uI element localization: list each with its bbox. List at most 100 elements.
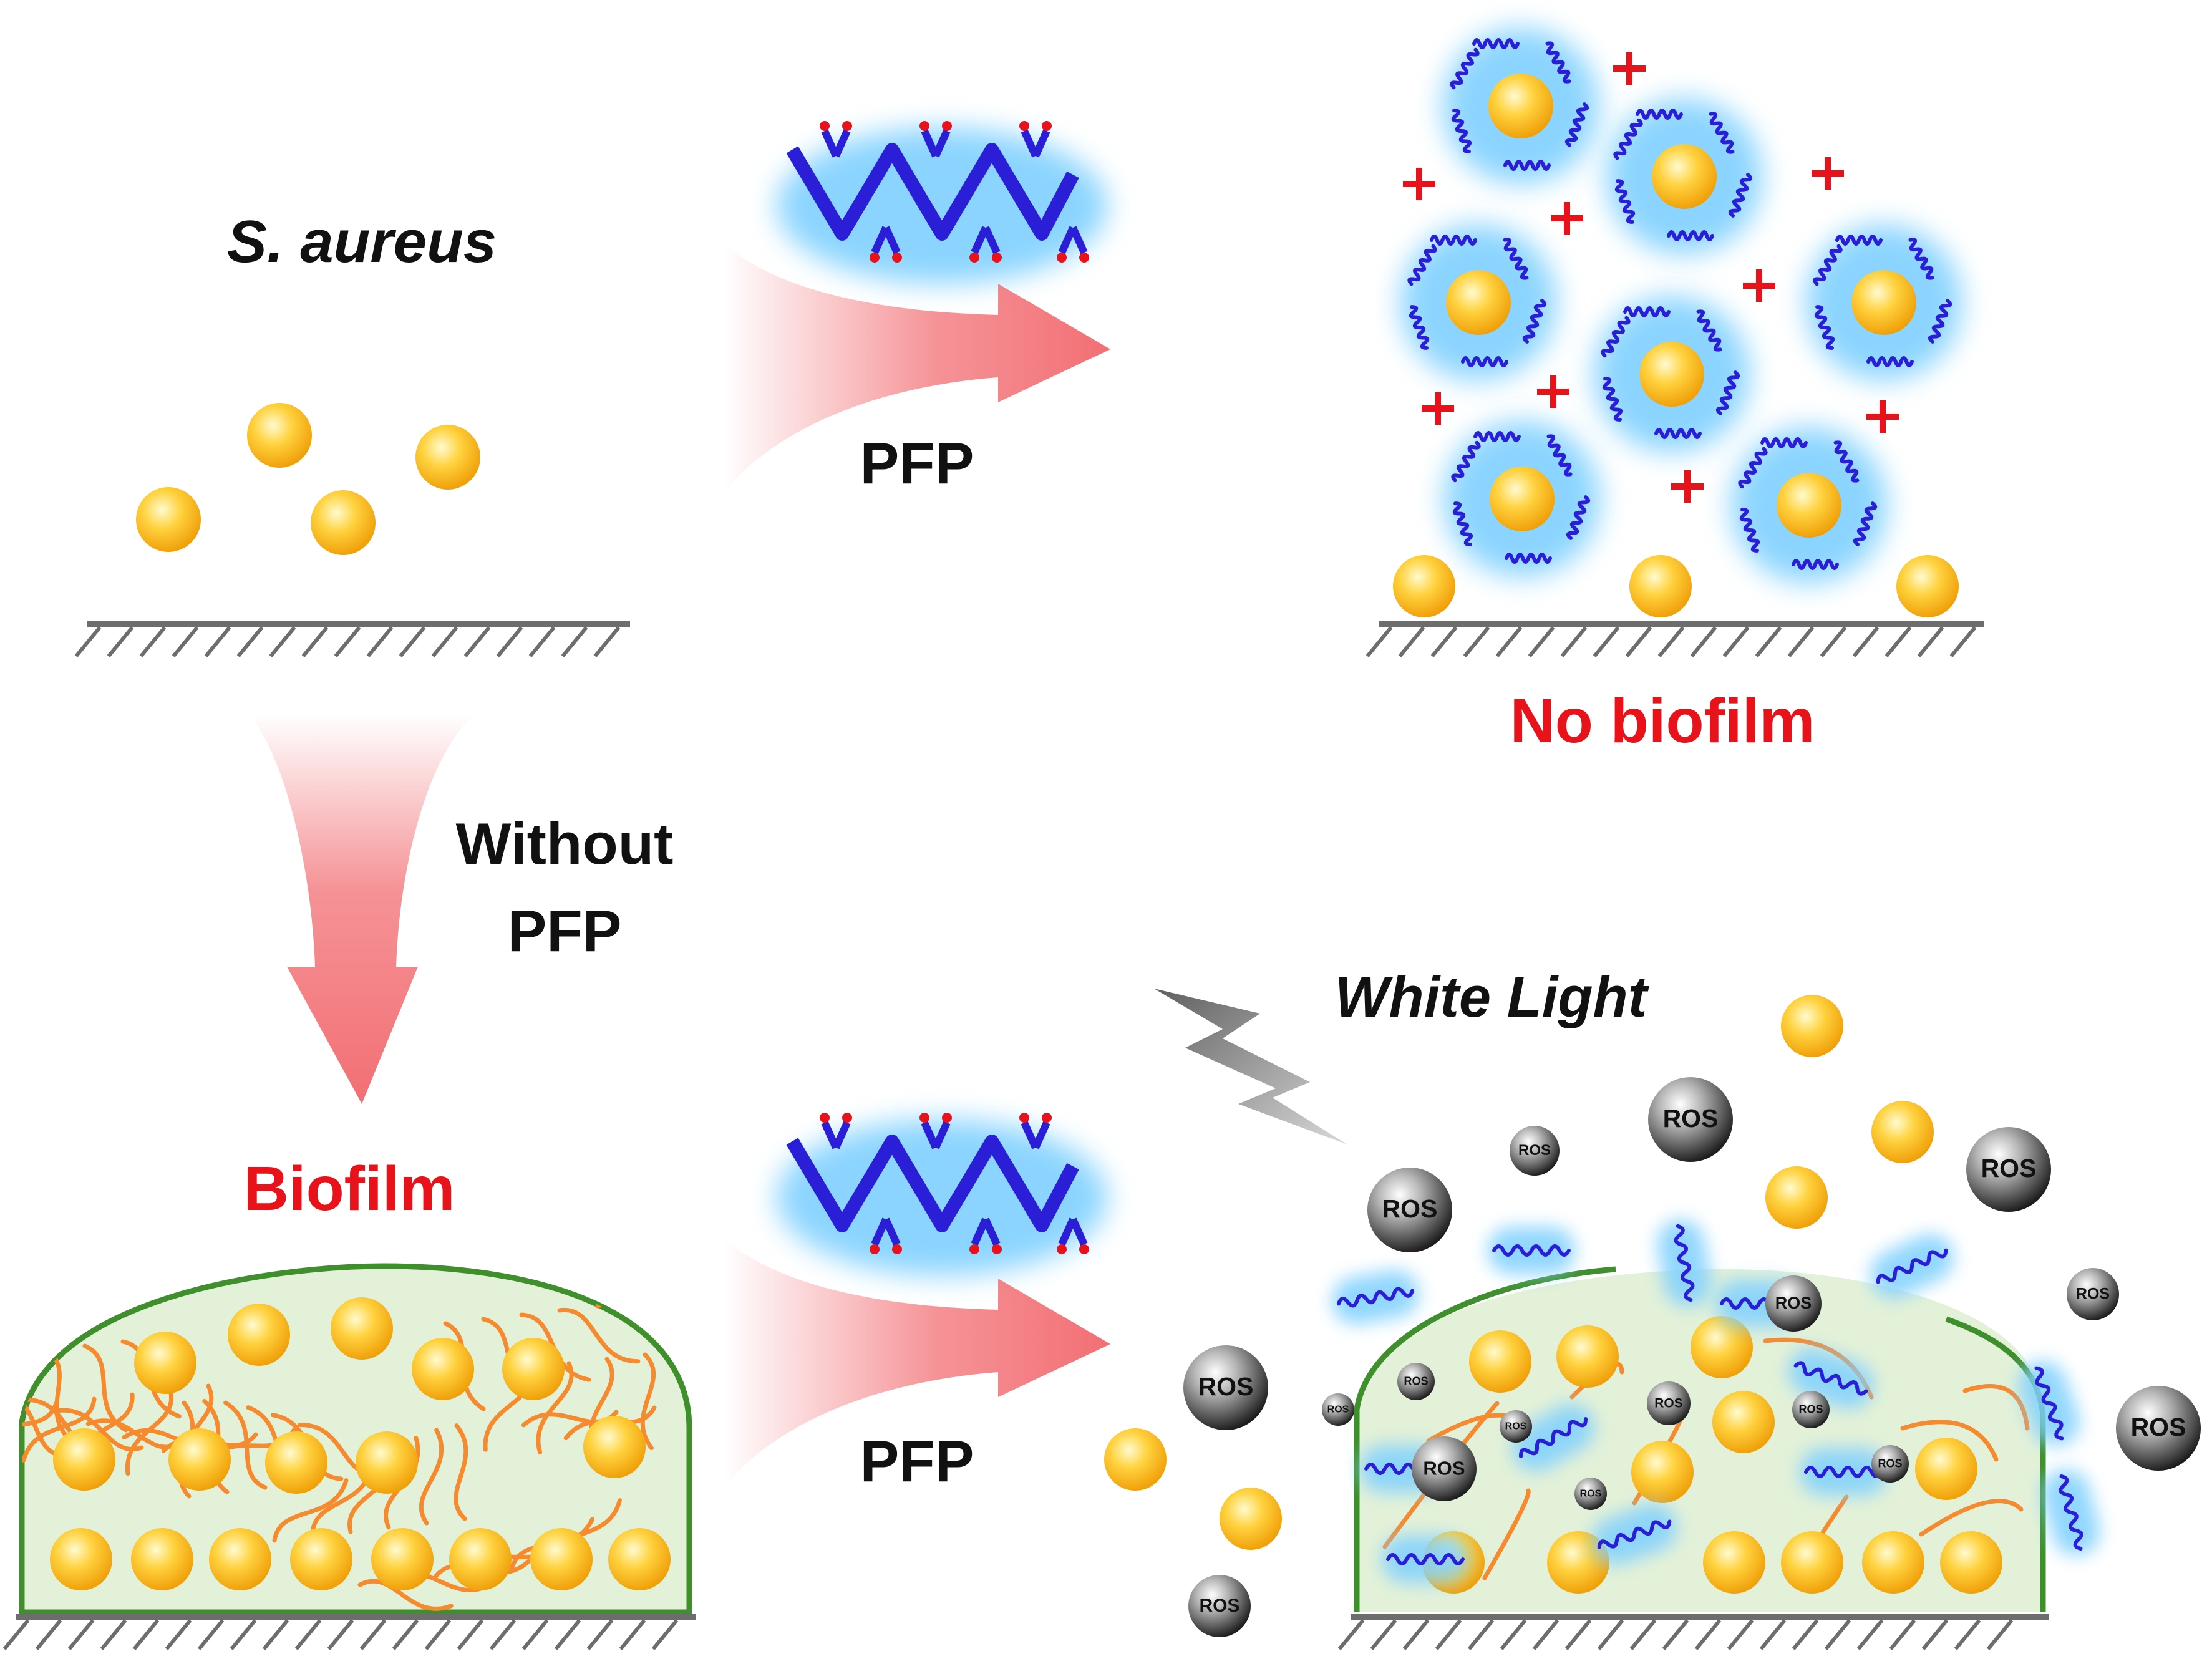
side-chain bbox=[871, 1217, 901, 1246]
without-reagent-label: PFP bbox=[508, 898, 622, 964]
surface-tick bbox=[521, 1619, 549, 1650]
ros-sphere-icon: ROS bbox=[1871, 1445, 1909, 1483]
polymer-chain bbox=[1522, 299, 1547, 344]
ros-label: ROS bbox=[1775, 1294, 1812, 1312]
bacterium bbox=[136, 487, 201, 552]
charge-tip bbox=[1019, 121, 1029, 131]
eps-fiber bbox=[419, 1428, 444, 1526]
polymer-chain bbox=[1696, 309, 1722, 352]
bacterium bbox=[1556, 1325, 1619, 1388]
surface-tick bbox=[2, 1619, 30, 1650]
eps-fiber bbox=[22, 1401, 59, 1453]
side-chain bbox=[921, 1121, 951, 1149]
charge-tip bbox=[919, 121, 929, 131]
polymer-chain bbox=[1738, 447, 1768, 489]
ros-ball bbox=[1500, 1410, 1532, 1443]
surface-hatch-icon bbox=[1366, 621, 1984, 657]
ros-sphere-icon: ROS bbox=[1510, 1126, 1560, 1176]
polymer-glow bbox=[777, 1120, 1107, 1275]
surface-tick bbox=[1593, 626, 1620, 657]
surface-tick bbox=[1694, 1619, 1722, 1650]
surface-hatch-icon bbox=[1337, 1614, 2049, 1650]
surface-tick bbox=[366, 626, 394, 657]
polymer-chain bbox=[1564, 102, 1589, 147]
polymer-chain bbox=[1866, 356, 1914, 367]
left-arrow-group: Without PFP bbox=[250, 714, 673, 1104]
ros-label: ROS bbox=[1505, 1421, 1527, 1432]
charge-tip bbox=[969, 1244, 979, 1254]
ros-sphere-icon: ROS bbox=[1648, 1077, 1733, 1162]
surface-tick bbox=[1398, 626, 1425, 657]
bacterium bbox=[131, 1528, 193, 1590]
polymer-chain bbox=[1336, 1287, 1415, 1308]
glowing-chain bbox=[1332, 1270, 1419, 1325]
polymer-chain bbox=[2059, 1474, 2083, 1551]
polymer-chain bbox=[1793, 1361, 1868, 1396]
glowing-chain bbox=[1512, 1404, 1594, 1471]
polymer-chain bbox=[1674, 1224, 1695, 1302]
eps-fiber bbox=[53, 1408, 144, 1451]
bacterium bbox=[1631, 1441, 1694, 1503]
polymer-chain bbox=[1853, 501, 1878, 546]
surface-tick bbox=[132, 1619, 160, 1650]
polymer-chain bbox=[1503, 238, 1529, 280]
surface-tick bbox=[554, 1619, 581, 1650]
ros-sphere-icon: ROS bbox=[1966, 1127, 2051, 1212]
polymer-chain bbox=[1813, 244, 1843, 286]
charge-tip bbox=[870, 253, 880, 263]
ros-ball bbox=[1322, 1393, 1354, 1426]
bacterium bbox=[415, 425, 480, 490]
bacterium bbox=[449, 1528, 512, 1590]
bacterium bbox=[1915, 1438, 1977, 1500]
ros-ball bbox=[2116, 1386, 2201, 1471]
surface-tick bbox=[334, 626, 361, 657]
ros-ball bbox=[1397, 1363, 1435, 1400]
charge-tip bbox=[992, 253, 1002, 263]
ros-label: ROS bbox=[1981, 1154, 2037, 1183]
surface-tick bbox=[1690, 626, 1717, 657]
top-arrow-group: PFP bbox=[724, 121, 1110, 496]
eps-fiber bbox=[640, 1352, 656, 1451]
eps-fiber bbox=[85, 1418, 182, 1449]
surface-hatch-icon bbox=[2, 1614, 696, 1650]
polymer-chain bbox=[1908, 238, 1934, 280]
surface-tick bbox=[1885, 626, 1912, 657]
polymer-chain bbox=[1760, 437, 1808, 448]
bacterium bbox=[1712, 1391, 1775, 1453]
bacterium bbox=[209, 1528, 271, 1590]
polymer-chain bbox=[1667, 230, 1714, 241]
ros-ball bbox=[1412, 1436, 1477, 1501]
charge-tip bbox=[1057, 1244, 1067, 1254]
bacterium bbox=[1446, 270, 1511, 335]
bacterium bbox=[290, 1528, 352, 1590]
surface-tick bbox=[1495, 626, 1523, 657]
side-chain bbox=[1058, 1217, 1088, 1246]
bacterium bbox=[311, 490, 376, 555]
surface-tick bbox=[561, 626, 588, 657]
ros-sphere-icon: ROS bbox=[1765, 1275, 1822, 1332]
surface-tick bbox=[392, 1619, 419, 1650]
ros-sphere-icon: ROS bbox=[1792, 1391, 1830, 1428]
surface-tick bbox=[1430, 626, 1458, 657]
biofilm-contents bbox=[22, 1287, 689, 1611]
bacterium bbox=[1220, 1488, 1282, 1550]
ros-ball bbox=[1367, 1168, 1452, 1252]
ros-label: ROS bbox=[1798, 1403, 1823, 1415]
polymer-chain bbox=[1597, 1519, 1672, 1549]
bacterium bbox=[1703, 1531, 1765, 1594]
eps-fiber bbox=[454, 1423, 468, 1521]
surface-tick bbox=[262, 1619, 289, 1650]
charge-tip bbox=[842, 121, 852, 131]
ros-label: ROS bbox=[1327, 1405, 1349, 1415]
polymer-chain bbox=[1407, 244, 1437, 286]
polymer-chain bbox=[1715, 370, 1740, 415]
eps-fiber bbox=[22, 1396, 97, 1463]
glowing-chain bbox=[2019, 1360, 2080, 1446]
bacterium bbox=[1691, 1316, 1753, 1378]
charge-tip bbox=[942, 1113, 952, 1123]
polymer-chain bbox=[1792, 559, 1839, 570]
eps-fiber bbox=[557, 1307, 641, 1364]
polymer-glow bbox=[777, 128, 1107, 284]
coated-bacterium bbox=[1731, 427, 1887, 583]
